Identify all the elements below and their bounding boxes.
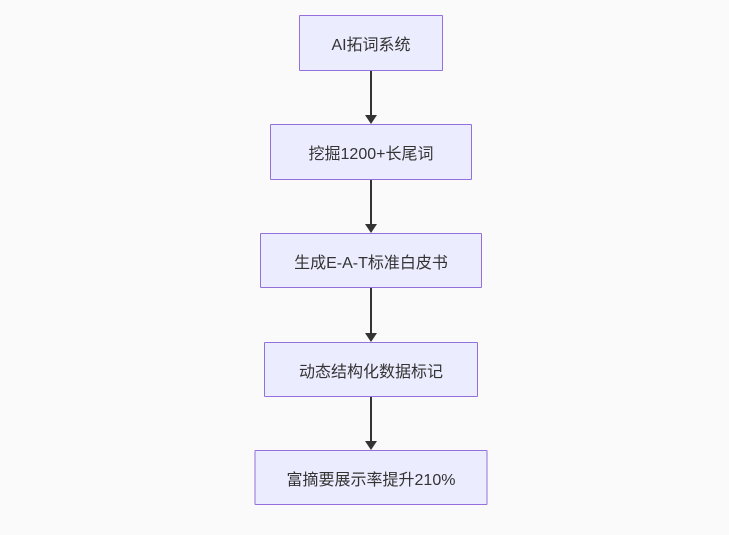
flow-connector-3 bbox=[365, 288, 377, 342]
arrow-line bbox=[370, 288, 372, 333]
arrow-down-icon bbox=[365, 224, 377, 233]
flow-connector-4 bbox=[365, 397, 377, 450]
node-rich-snippet-result: 富摘要展示率提升210% bbox=[254, 450, 488, 505]
flow-connector-1 bbox=[365, 71, 377, 124]
node-ai-keyword-system: AI拓词系统 bbox=[299, 15, 443, 71]
arrow-down-icon bbox=[365, 441, 377, 450]
flow-connector-2 bbox=[365, 180, 377, 233]
node-structured-data-markup: 动态结构化数据标记 bbox=[264, 342, 478, 397]
arrow-line bbox=[370, 71, 372, 115]
node-longtail-mining: 挖掘1200+长尾词 bbox=[270, 124, 472, 180]
arrow-line bbox=[370, 397, 372, 441]
node-eat-whitepaper: 生成E-A-T标准白皮书 bbox=[260, 233, 482, 288]
arrow-down-icon bbox=[365, 115, 377, 124]
arrow-down-icon bbox=[365, 333, 377, 342]
arrow-line bbox=[370, 180, 372, 224]
